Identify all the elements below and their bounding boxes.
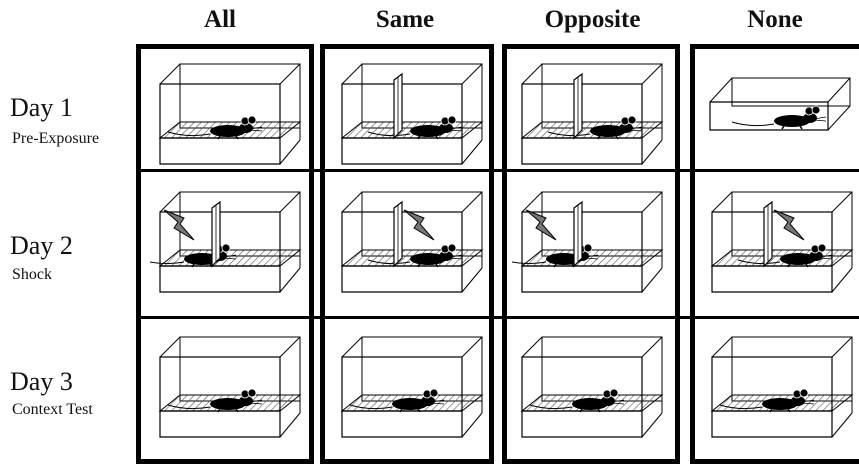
chamber-none-day-2 [702, 188, 857, 293]
chamber-same-day-3 [332, 333, 487, 438]
chamber-drawing [710, 78, 850, 130]
chamber-drawing [150, 192, 300, 292]
chamber-base [522, 266, 642, 292]
row-divider-2 [136, 316, 859, 319]
chamber-drawing [160, 64, 300, 164]
row-day-1: Day 1 [10, 94, 73, 122]
chamber-floor [522, 250, 662, 266]
chamber-back-wall [732, 192, 852, 256]
chamber-base [712, 266, 832, 292]
chamber-base [712, 411, 832, 437]
chamber-drawing [522, 337, 662, 437]
row-label-shock: Shock [12, 266, 52, 284]
chamber-opposite-day-2 [512, 188, 667, 293]
row-day-2: Day 2 [10, 232, 73, 260]
chamber-floor [160, 250, 300, 266]
row-day-3: Day 3 [10, 368, 73, 396]
chamber-none-day-3 [702, 333, 857, 438]
chamber-drawing [160, 337, 300, 437]
chamber-drawing [342, 64, 482, 164]
chamber-drawing [522, 64, 662, 164]
chamber-drawing [712, 337, 852, 437]
chamber-all-day-1 [150, 60, 305, 165]
chamber-drawing [712, 192, 852, 292]
chamber-back-wall [362, 192, 482, 256]
chamber-same-day-2 [332, 188, 487, 293]
column-header-opposite: Opposite [505, 6, 680, 34]
chamber-none-day-1 [702, 60, 857, 165]
chamber-back-wall [362, 64, 482, 128]
chamber-base [160, 138, 280, 164]
chamber-same-day-1 [332, 60, 487, 165]
chamber-back-wall [542, 337, 662, 401]
chamber-base [160, 266, 280, 292]
column-header-all: All [140, 6, 300, 34]
chamber-back-wall [180, 337, 300, 401]
lightning-shock-icon [164, 210, 194, 240]
chamber-all-day-2 [150, 188, 305, 293]
chamber-back-wall [732, 337, 852, 401]
row-label-pre-exposure: Pre-Exposure [12, 130, 99, 148]
lightning-shock-icon [774, 210, 804, 240]
chamber-all-day-3 [150, 333, 305, 438]
row-label-context-test: Context Test [12, 401, 93, 419]
chamber-drawing [342, 192, 482, 292]
mouse-icon [732, 106, 826, 129]
column-header-same: Same [320, 6, 490, 34]
lightning-shock-icon [526, 210, 556, 240]
chamber-opposite-day-3 [512, 333, 667, 438]
chamber-back-wall [362, 337, 482, 401]
chamber-base [160, 411, 280, 437]
chamber-base [342, 138, 462, 164]
column-header-none: None [695, 6, 855, 34]
chamber-back-wall [180, 64, 300, 128]
lightning-shock-icon [404, 210, 434, 240]
chamber-base [522, 138, 642, 164]
chamber-back-wall [542, 192, 662, 256]
chamber-drawing [342, 337, 482, 437]
chamber-base [522, 411, 642, 437]
chamber-back-wall [180, 192, 300, 256]
chamber-base [342, 266, 462, 292]
row-divider-1 [136, 169, 859, 172]
chamber-drawing [512, 192, 662, 292]
chamber-back-wall [542, 64, 662, 128]
chamber-opposite-day-1 [512, 60, 667, 165]
chamber-base [342, 411, 462, 437]
